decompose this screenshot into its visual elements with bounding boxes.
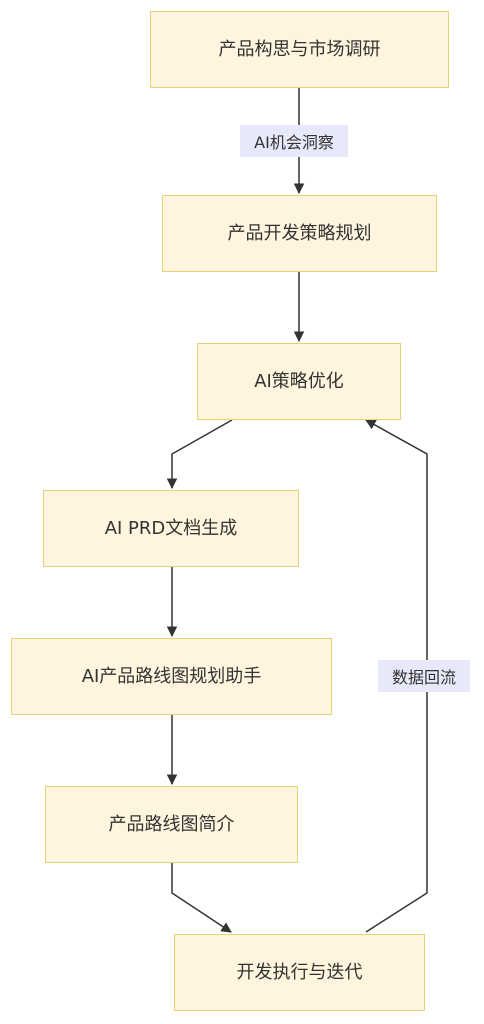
- edge-n6-n7: [171, 863, 232, 933]
- node-product-ideation: 产品构思与市场调研: [150, 11, 449, 88]
- edge-label-data-feedback: 数据回流: [378, 660, 470, 692]
- edge-n3-n4: [166, 419, 233, 490]
- node-dev-execution: 开发执行与迭代: [174, 934, 425, 1011]
- node-ai-strategy-optimization: AI策略优化: [197, 343, 401, 420]
- node-ai-prd-generation: AI PRD文档生成: [43, 490, 299, 567]
- node-ai-roadmap-assistant: AI产品路线图规划助手: [11, 638, 332, 715]
- node-dev-strategy: 产品开发策略规划: [162, 195, 437, 272]
- edge-label-ai-opportunity: AI机会洞察: [240, 125, 348, 157]
- node-roadmap-intro: 产品路线图简介: [45, 786, 298, 863]
